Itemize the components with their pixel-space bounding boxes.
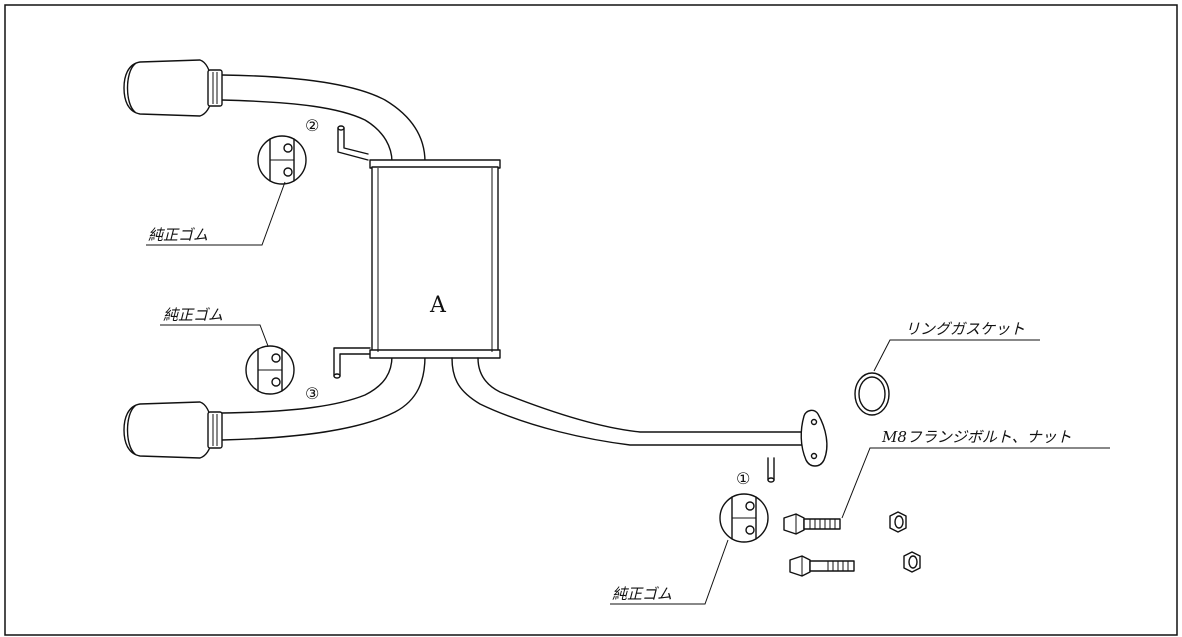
rubber-label-2: 純正ゴム [163,306,223,324]
lower-tail-tip [123,401,223,459]
marker-2: ② [305,116,319,135]
flange-nut-2 [903,551,921,573]
diagram-frame [4,4,1178,636]
muffler-a [369,159,501,359]
hanger-rod-2 [337,125,369,161]
lower-pipe [221,355,426,441]
hanger-rod-1 [767,457,775,483]
leader-lines [146,181,1110,605]
flange-bolt-2 [789,555,855,577]
ring-gasket-label: リングガスケット [905,320,1025,338]
ring-gasket [854,372,890,416]
rubber-mount-2 [245,345,295,395]
rubber-mount-3 [719,493,769,543]
hanger-rod-3 [333,347,371,379]
upper-tail-tip [123,59,223,117]
flange-nut-1 [889,511,907,533]
rubber-label-3: 純正ゴム [612,585,672,603]
marker-3: ③ [305,384,319,403]
part-a-label: A [429,293,447,318]
marker-1: ① [736,469,750,488]
rubber-mount-1 [257,135,307,185]
flange-plate [800,409,828,467]
rubber-label-1: 純正ゴム [148,226,208,244]
upper-pipe [221,74,426,167]
flange-bolt-1 [783,513,841,535]
front-pipe [451,357,811,446]
flange-bolt-label: M8フランジボルト、ナット [881,428,1072,446]
